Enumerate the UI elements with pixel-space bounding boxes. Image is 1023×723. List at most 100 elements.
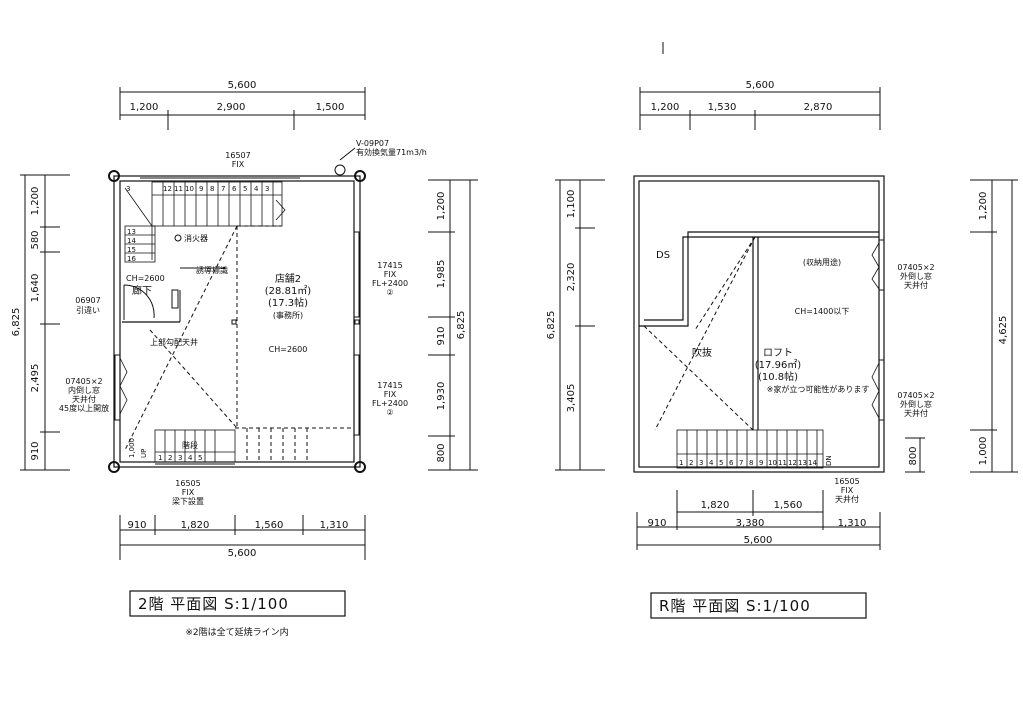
floor2-dim-right-seg5: 800	[436, 443, 447, 462]
floorR-stair-num-3: 4	[709, 459, 714, 467]
floorR-stair-num-8: 9	[759, 459, 763, 467]
floorR-window-right1-l1: 外倒し窓	[900, 271, 932, 281]
floorR-dim-right-seg1: 1,200	[978, 192, 989, 221]
floorR-stair-num-13: 14	[808, 459, 817, 467]
floor2-dims-top: 5,600 1,200 2,900 1,500	[119, 80, 366, 130]
floorR-void: 吹抜	[692, 346, 712, 359]
floor2-dim-left-seg2: 580	[30, 230, 41, 249]
floor2-stair-num-10: 3	[265, 185, 269, 193]
floorR-window-bottom-code: 16505	[834, 477, 859, 486]
floor2-stair-side-1: 14	[127, 237, 136, 245]
floor2-window-top-code: 16507	[225, 151, 250, 160]
floorR-dim-bottom-seg4: 3,380	[736, 518, 765, 529]
floorR-title: R階 平面図 S:1/100	[659, 597, 811, 615]
floorR-window-right1-l2: 天井付	[904, 280, 928, 290]
floor2-dim-left-seg5: 910	[30, 441, 41, 460]
floorR-stair-num-9: 10	[768, 459, 777, 467]
floorR-stair-num-6: 7	[739, 459, 743, 467]
floor2-walls	[108, 170, 366, 473]
floor2-title-block: 2階 平面図 S:1/100 ※2階は全て延焼ライン内	[129, 590, 346, 638]
floorR-void-lines	[643, 236, 756, 431]
floor2-stair-bottom-3: 4	[188, 454, 193, 462]
floorR-plan: 5,600 1,200 1,530 2,870 1,820 1,560 910 …	[546, 42, 1018, 619]
floor2-dims-bottom: 910 1,820 1,560 1,310 5,600	[119, 515, 366, 560]
floor2-dim-left-seg3: 1,640	[30, 274, 41, 303]
floorR-dim-right-seg3: 1,000	[978, 437, 989, 466]
floor2-dim-right-total: 6,825	[456, 311, 467, 340]
floor2-dims-right: 1,200 1,985 910 1,930 800 6,825	[428, 179, 478, 471]
floor2-up-label: UP	[140, 449, 148, 458]
floorR-window-right1-code: 07405×2	[897, 263, 934, 272]
floorR-dim-bottom-seg1: 910	[647, 518, 666, 529]
floor2-staircase-top: 3 12 11 10 9 8 7 6 5 4 3 13 14 15 16	[124, 181, 286, 263]
floorR-stair-num-2: 3	[699, 459, 703, 467]
floor2-upper-ceiling: 上部勾配天井	[150, 337, 198, 347]
floor2-dim-right-seg1: 1,200	[436, 192, 447, 221]
floor2-window-left-l2: 天井付	[72, 394, 96, 404]
floorR-dn-label: DN	[825, 455, 833, 466]
floor2-window-bottom-code: 16505	[175, 479, 200, 488]
floor2-door-left-code: 06907	[75, 296, 100, 305]
floor2-dim-right-seg3: 910	[436, 326, 447, 345]
floorR-window-right2-l1: 外倒し窓	[900, 399, 932, 409]
floor2-stair-label: 階段	[182, 440, 198, 450]
floorR-stair-num-7: 8	[749, 459, 753, 467]
floorR-dim-bottom-seg3: 1,560	[774, 500, 803, 511]
floor2-footnote: ※2階は全て延焼ライン内	[185, 626, 288, 638]
floor2-window-top-type: FIX	[232, 160, 245, 169]
floorR-dim-top-seg3: 2,870	[804, 102, 833, 113]
floorR-dims-right: 1,200 4,625 1,000 800	[905, 179, 1018, 473]
floorR-dim-right-seg2: 4,625	[998, 316, 1009, 345]
floorR-dim-left-seg3: 3,405	[566, 384, 577, 413]
floor2-stair-num-6: 7	[221, 185, 225, 193]
floor2-room-area: (28.81㎡)	[265, 285, 312, 297]
floor2-window-left-l3: 45度以上開放	[59, 403, 109, 413]
floorR-loft-note: ※家が立つ可能性があります	[767, 384, 870, 394]
floorR-storage: (収納用途)	[803, 257, 841, 267]
floor2-dim-top-seg3: 1,500	[316, 102, 345, 113]
floor2-stair-side-3: 16	[127, 255, 136, 263]
floor2-window-right1-fl: FL+2400	[372, 279, 408, 288]
floor2-stair-num-9: 4	[254, 185, 259, 193]
floorR-stair-num-12: 13	[798, 459, 807, 467]
floorR-walls	[633, 175, 885, 473]
floorR-dim-left-seg1: 1,100	[566, 190, 577, 219]
floorR-labels: DS (収納用途) CH=1400以下 吹抜 ロフト (17.96㎡) (10.…	[656, 250, 935, 504]
floor2-stair-num-5: 8	[210, 185, 214, 193]
floor2-dim-bottom-seg3: 1,560	[255, 520, 284, 531]
floor2-stair-num-8: 5	[243, 185, 247, 193]
floorR-stair-num-0: 1	[679, 459, 683, 467]
floor2-room-name: 店舗2	[275, 272, 301, 285]
floor2-stair-num-1: 12	[163, 185, 172, 193]
floorR-dim-left-total: 6,825	[546, 311, 557, 340]
floorR-window-right2-code: 07405×2	[897, 391, 934, 400]
floor2-window-left-code: 07405×2	[65, 377, 102, 386]
floorR-window-right2-l2: 天井付	[904, 408, 928, 418]
floorR-title-block: R階 平面図 S:1/100	[650, 592, 867, 619]
floor2-stair-side-0: 13	[127, 228, 136, 236]
floor2-stair-num-2: 11	[174, 185, 183, 193]
floor2-dim-bottom-seg1: 910	[127, 520, 146, 531]
floorR-dims-left: 1,100 2,320 3,405 6,825	[546, 179, 605, 471]
floor2-dim-right-seg4: 1,930	[436, 382, 447, 411]
floorR-stair-num-1: 2	[689, 459, 693, 467]
floor2-vent-code: V-09P07	[356, 139, 389, 148]
floorR-stair-num-10: 11	[778, 459, 787, 467]
floor2-dim-top-seg1: 1,200	[130, 102, 159, 113]
floor2-small-dim: 1,000	[128, 438, 136, 458]
floor2-room-ch: CH=2600	[269, 345, 308, 354]
floorR-dim-top-total: 5,600	[746, 80, 775, 91]
floorR-dims-bottom: 1,820 1,560 910 3,380 1,310 5,600	[636, 490, 881, 550]
floorR-loft-tatami: (10.8帖)	[758, 370, 798, 383]
floorR-stair-num-11: 12	[788, 459, 797, 467]
floor2-dims-left: 1,200 580 1,640 2,495 910 6,825	[11, 174, 70, 471]
floor2-window-bottom-note: 梁下設置	[172, 496, 204, 506]
floor2-dim-top-total: 5,600	[228, 80, 257, 91]
floor2-stair-bottom-2: 3	[178, 454, 182, 462]
floor2-stair-bottom-0: 1	[158, 454, 162, 462]
floor2-window-right1-mark: ②	[386, 288, 393, 297]
floorR-loft-area: (17.96㎡)	[755, 359, 802, 371]
floorR-dim-bottom-seg5: 1,310	[838, 518, 867, 529]
floor2-vent-note: 有効換気量71m3/h	[356, 147, 427, 157]
